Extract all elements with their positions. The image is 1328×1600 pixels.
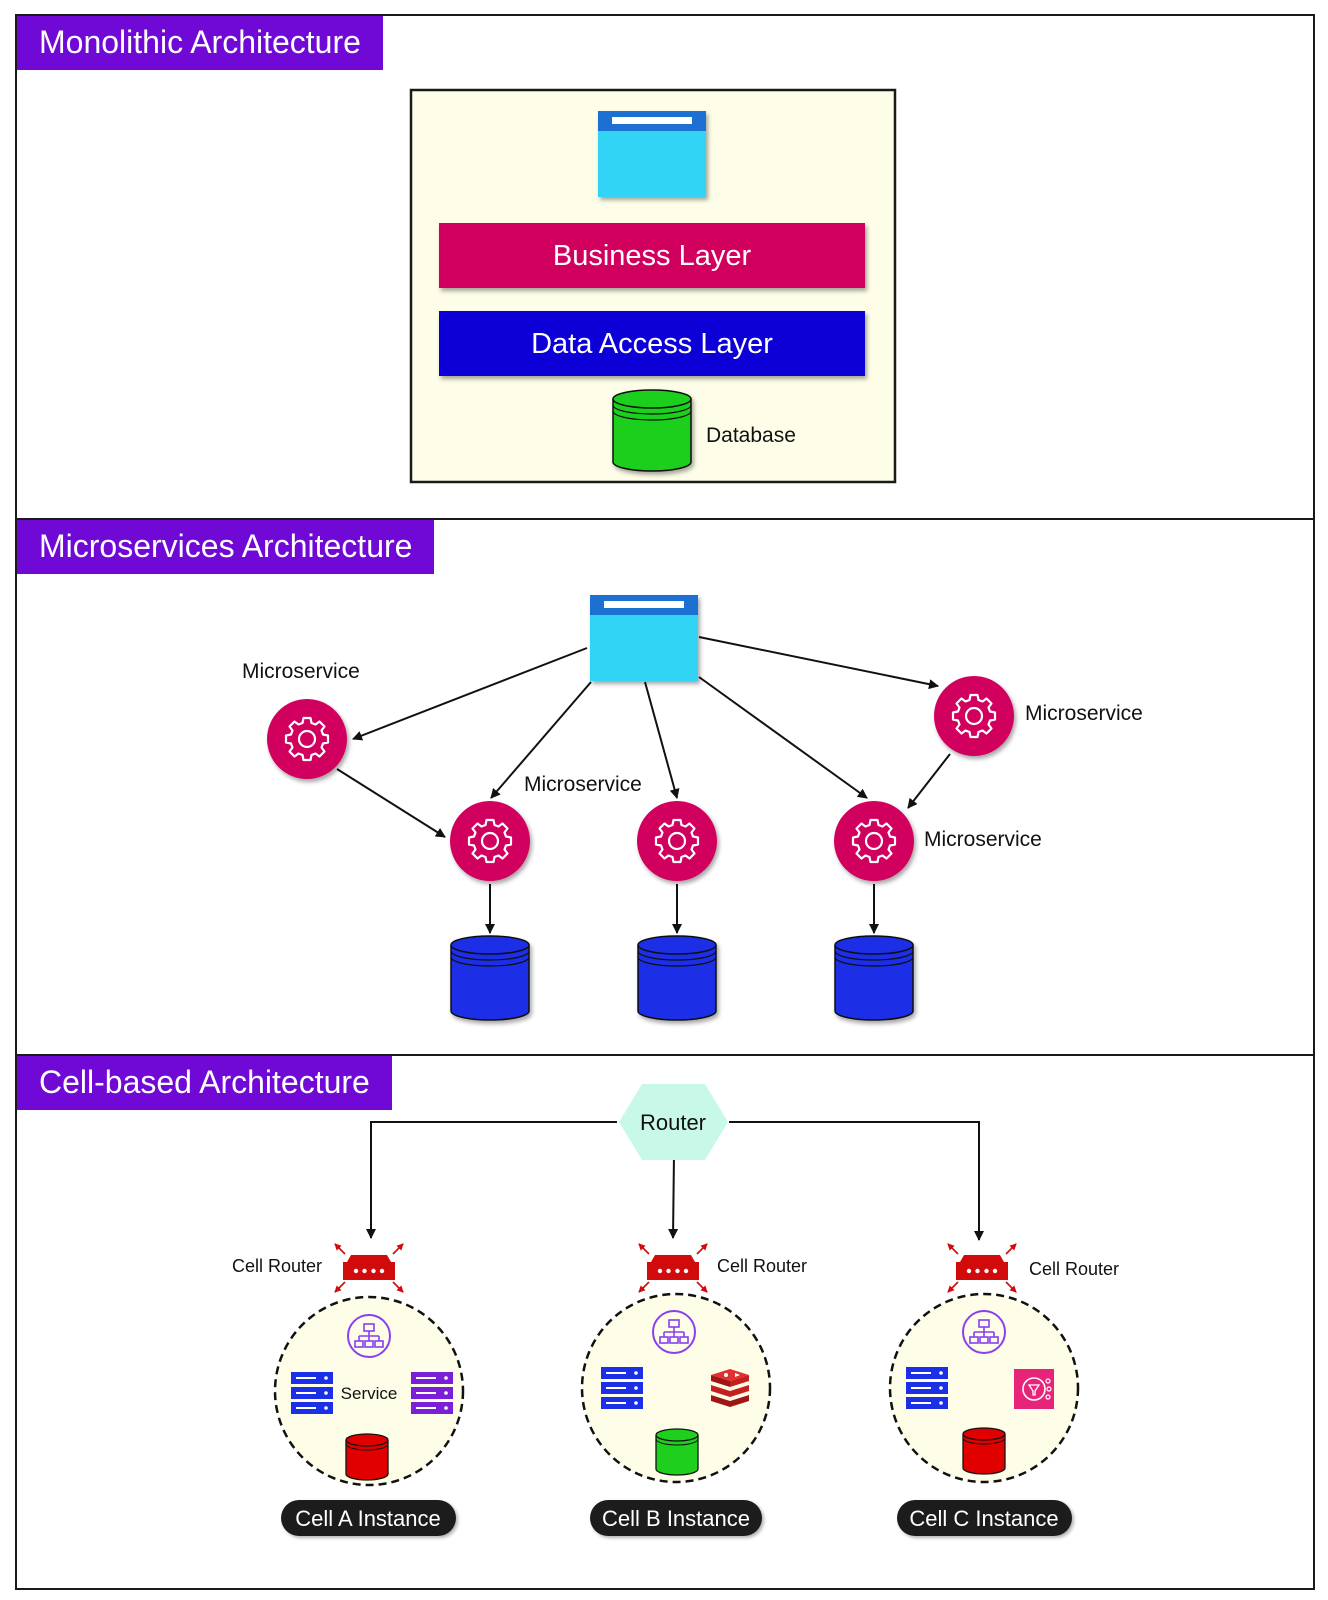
cell-b-instance-pill	[590, 1500, 762, 1536]
data-access-layer-box	[439, 311, 865, 376]
arrow-window-to-ms3	[644, 681, 680, 799]
cell-router-icon	[335, 1244, 403, 1292]
microservice-label: Microservice	[924, 828, 1042, 851]
business-layer-box	[439, 223, 865, 288]
connector-router-to-cell-a	[366, 1121, 617, 1239]
microservice-gear-icon	[932, 674, 1016, 758]
database-icon	[450, 935, 530, 1021]
cell-diagram: Router Cell Router Cell Router Cell Rout…	[232, 1084, 1119, 1536]
monolithic-title: Monolithic Architecture	[17, 16, 383, 70]
browser-window-icon	[598, 111, 706, 197]
cell-c-instance-label: Cell C Instance	[909, 1506, 1058, 1531]
cell-a-instance-pill	[281, 1500, 456, 1536]
cell-a-instance-label: Cell A Instance	[295, 1506, 441, 1531]
arrow-ms1-to-ms2	[336, 768, 446, 838]
server-stack-icon	[290, 1371, 334, 1415]
business-layer-label: Business Layer	[553, 240, 752, 272]
microservice-label: Microservice	[1025, 702, 1143, 725]
cell-c-boundary	[888, 1292, 1080, 1484]
microservice-gear-icon	[832, 799, 916, 883]
notification-service-icon	[1014, 1369, 1054, 1409]
server-stack-icon	[905, 1366, 949, 1410]
cell-b-instance-label: Cell B Instance	[602, 1506, 750, 1531]
server-stack-icon	[410, 1371, 454, 1415]
browser-window-icon	[590, 595, 698, 681]
microservice-gear-icon	[635, 799, 719, 883]
database-icon	[655, 1428, 699, 1476]
database-icon	[637, 935, 717, 1021]
cell-router-label: Cell Router	[232, 1256, 322, 1276]
data-access-layer-label: Data Access Layer	[531, 328, 773, 360]
database-icon	[345, 1433, 389, 1481]
cell-router-label: Cell Router	[717, 1256, 807, 1276]
router-label: Router	[640, 1110, 706, 1135]
cell-c-instance-pill	[897, 1500, 1072, 1536]
microservice-label: Microservice	[242, 660, 360, 683]
cell-b-boundary	[580, 1292, 772, 1484]
cell-router-label: Cell Router	[1029, 1259, 1119, 1279]
arrow-window-to-ms5	[698, 636, 939, 690]
monolithic-section: Monolithic Architecture Business Layer D…	[15, 14, 1315, 520]
connector-router-to-cell-b	[668, 1153, 679, 1239]
database-icon	[962, 1427, 1006, 1475]
monolithic-diagram: Business Layer Data Access Layer Databas…	[409, 88, 897, 484]
cell-a-boundary	[273, 1295, 465, 1487]
database-label: Database	[706, 424, 796, 447]
arrow-window-to-ms1	[352, 647, 588, 741]
microservice-gear-icon	[265, 697, 349, 781]
server-stack-icon	[600, 1366, 644, 1410]
cell-title: Cell-based Architecture	[17, 1056, 392, 1110]
microservices-diagram: Microservice Microservice Microservice M…	[242, 595, 1143, 1021]
router-hexagon	[619, 1084, 728, 1160]
redis-icon	[711, 1369, 749, 1407]
cell-section: Cell-based Architecture	[15, 1054, 1315, 1590]
arrow-window-to-ms4	[698, 676, 868, 799]
database-icon	[834, 935, 914, 1021]
arrow-ms5-to-ms4	[907, 753, 951, 809]
connector-router-to-cell-c	[729, 1121, 984, 1241]
microservices-title: Microservices Architecture	[17, 520, 435, 574]
microservice-gear-icon	[448, 799, 532, 883]
service-label: Service	[341, 1384, 398, 1403]
microservices-section: Microservices Architecture	[15, 518, 1315, 1056]
microservice-label: Microservice	[524, 773, 642, 796]
cell-router-icon	[948, 1244, 1016, 1292]
arrow-window-to-ms2	[490, 681, 592, 799]
cell-router-icon	[639, 1244, 707, 1292]
database-icon	[612, 389, 692, 472]
